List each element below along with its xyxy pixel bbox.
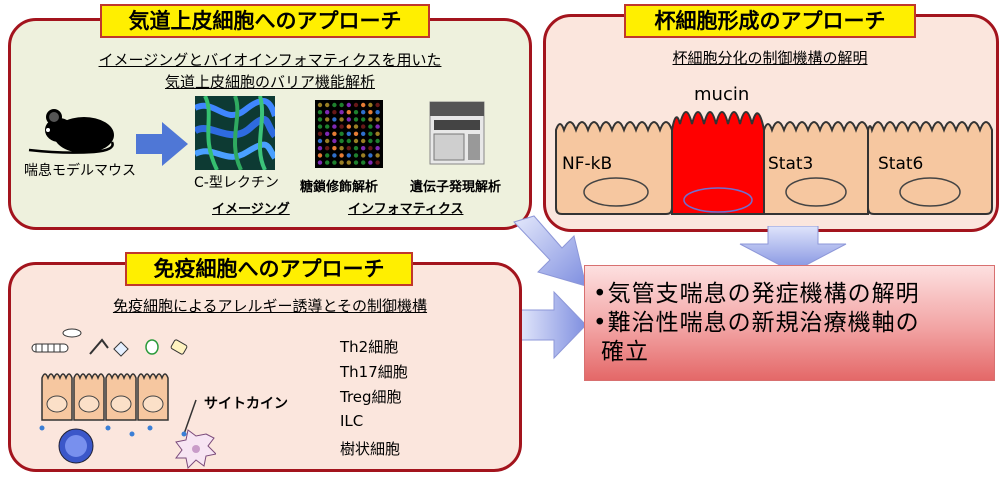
goblet-panel-title: 杯細胞形成のアプローチ xyxy=(624,4,916,38)
cell-type-th2: Th2細胞 xyxy=(340,338,399,356)
cell-type-treg: Treg細胞 xyxy=(340,388,402,406)
c-type-lectin-label: C-型レクチン xyxy=(194,175,279,191)
epithelial-cell-row xyxy=(555,111,993,215)
allergen-particles-icon xyxy=(31,328,188,357)
informatics-label: インフォマティクス xyxy=(348,202,464,217)
cell-type-th17: Th17細胞 xyxy=(340,363,408,381)
imaging-label: イメージング xyxy=(212,202,290,217)
outcome-line3: 確立 xyxy=(601,339,649,365)
cell-type-dendritic: 樹状細胞 xyxy=(340,440,401,458)
mouse-icon xyxy=(28,109,114,154)
glycan-analysis-label: 糖鎖修飾解析 xyxy=(300,180,379,195)
immune-cell-panel xyxy=(8,262,522,472)
stat3-label: Stat3 xyxy=(768,154,814,174)
fluorescence-image xyxy=(195,96,275,170)
diagonal-arrow-icon xyxy=(513,215,587,287)
gene-expression-label: 遺伝子発現解析 xyxy=(410,180,502,195)
goblet-subtitle: 杯細胞分化の制御機構の解明 xyxy=(672,49,868,67)
process-arrow-icon xyxy=(136,122,188,166)
down-arrow-icon xyxy=(739,226,847,272)
nf-kb-label: NF-kB xyxy=(562,154,613,174)
airway-epithelium-icon xyxy=(41,373,169,421)
cytokine-arrow-line xyxy=(181,399,197,437)
cytokine-label: サイトカイン xyxy=(204,396,288,412)
outcome-line1: •気管支喘息の発症機構の解明 xyxy=(593,281,920,307)
immune-subtitle: 免疫細胞によるアレルギー誘導とその制御機構 xyxy=(112,297,428,315)
microarray-image xyxy=(315,100,383,168)
airway-panel-title: 気道上皮細胞へのアプローチ xyxy=(100,4,430,38)
immune-panel-title: 免疫細胞へのアプローチ xyxy=(125,252,413,286)
sequencer-icon xyxy=(429,101,485,165)
stat6-label: Stat6 xyxy=(878,154,924,174)
airway-subtitle-line1: イメージングとバイオインフォマティクスを用いた xyxy=(98,51,442,69)
outcome-box: •気管支喘息の発症機構の解明 •難治性喘息の新規治療機軸の 確立 xyxy=(584,265,995,381)
immune-cells-icon xyxy=(39,425,216,470)
outcome-line2: •難治性喘息の新規治療機軸の xyxy=(593,310,920,336)
cell-type-ilc: ILC xyxy=(340,412,364,430)
asthma-model-mouse-label: 喘息モデルマウス xyxy=(24,163,136,179)
mucin-label: mucin xyxy=(694,84,750,105)
right-arrow-icon xyxy=(518,290,587,360)
airway-subtitle-line2: 気道上皮細胞のバリア機能解析 xyxy=(164,73,375,91)
